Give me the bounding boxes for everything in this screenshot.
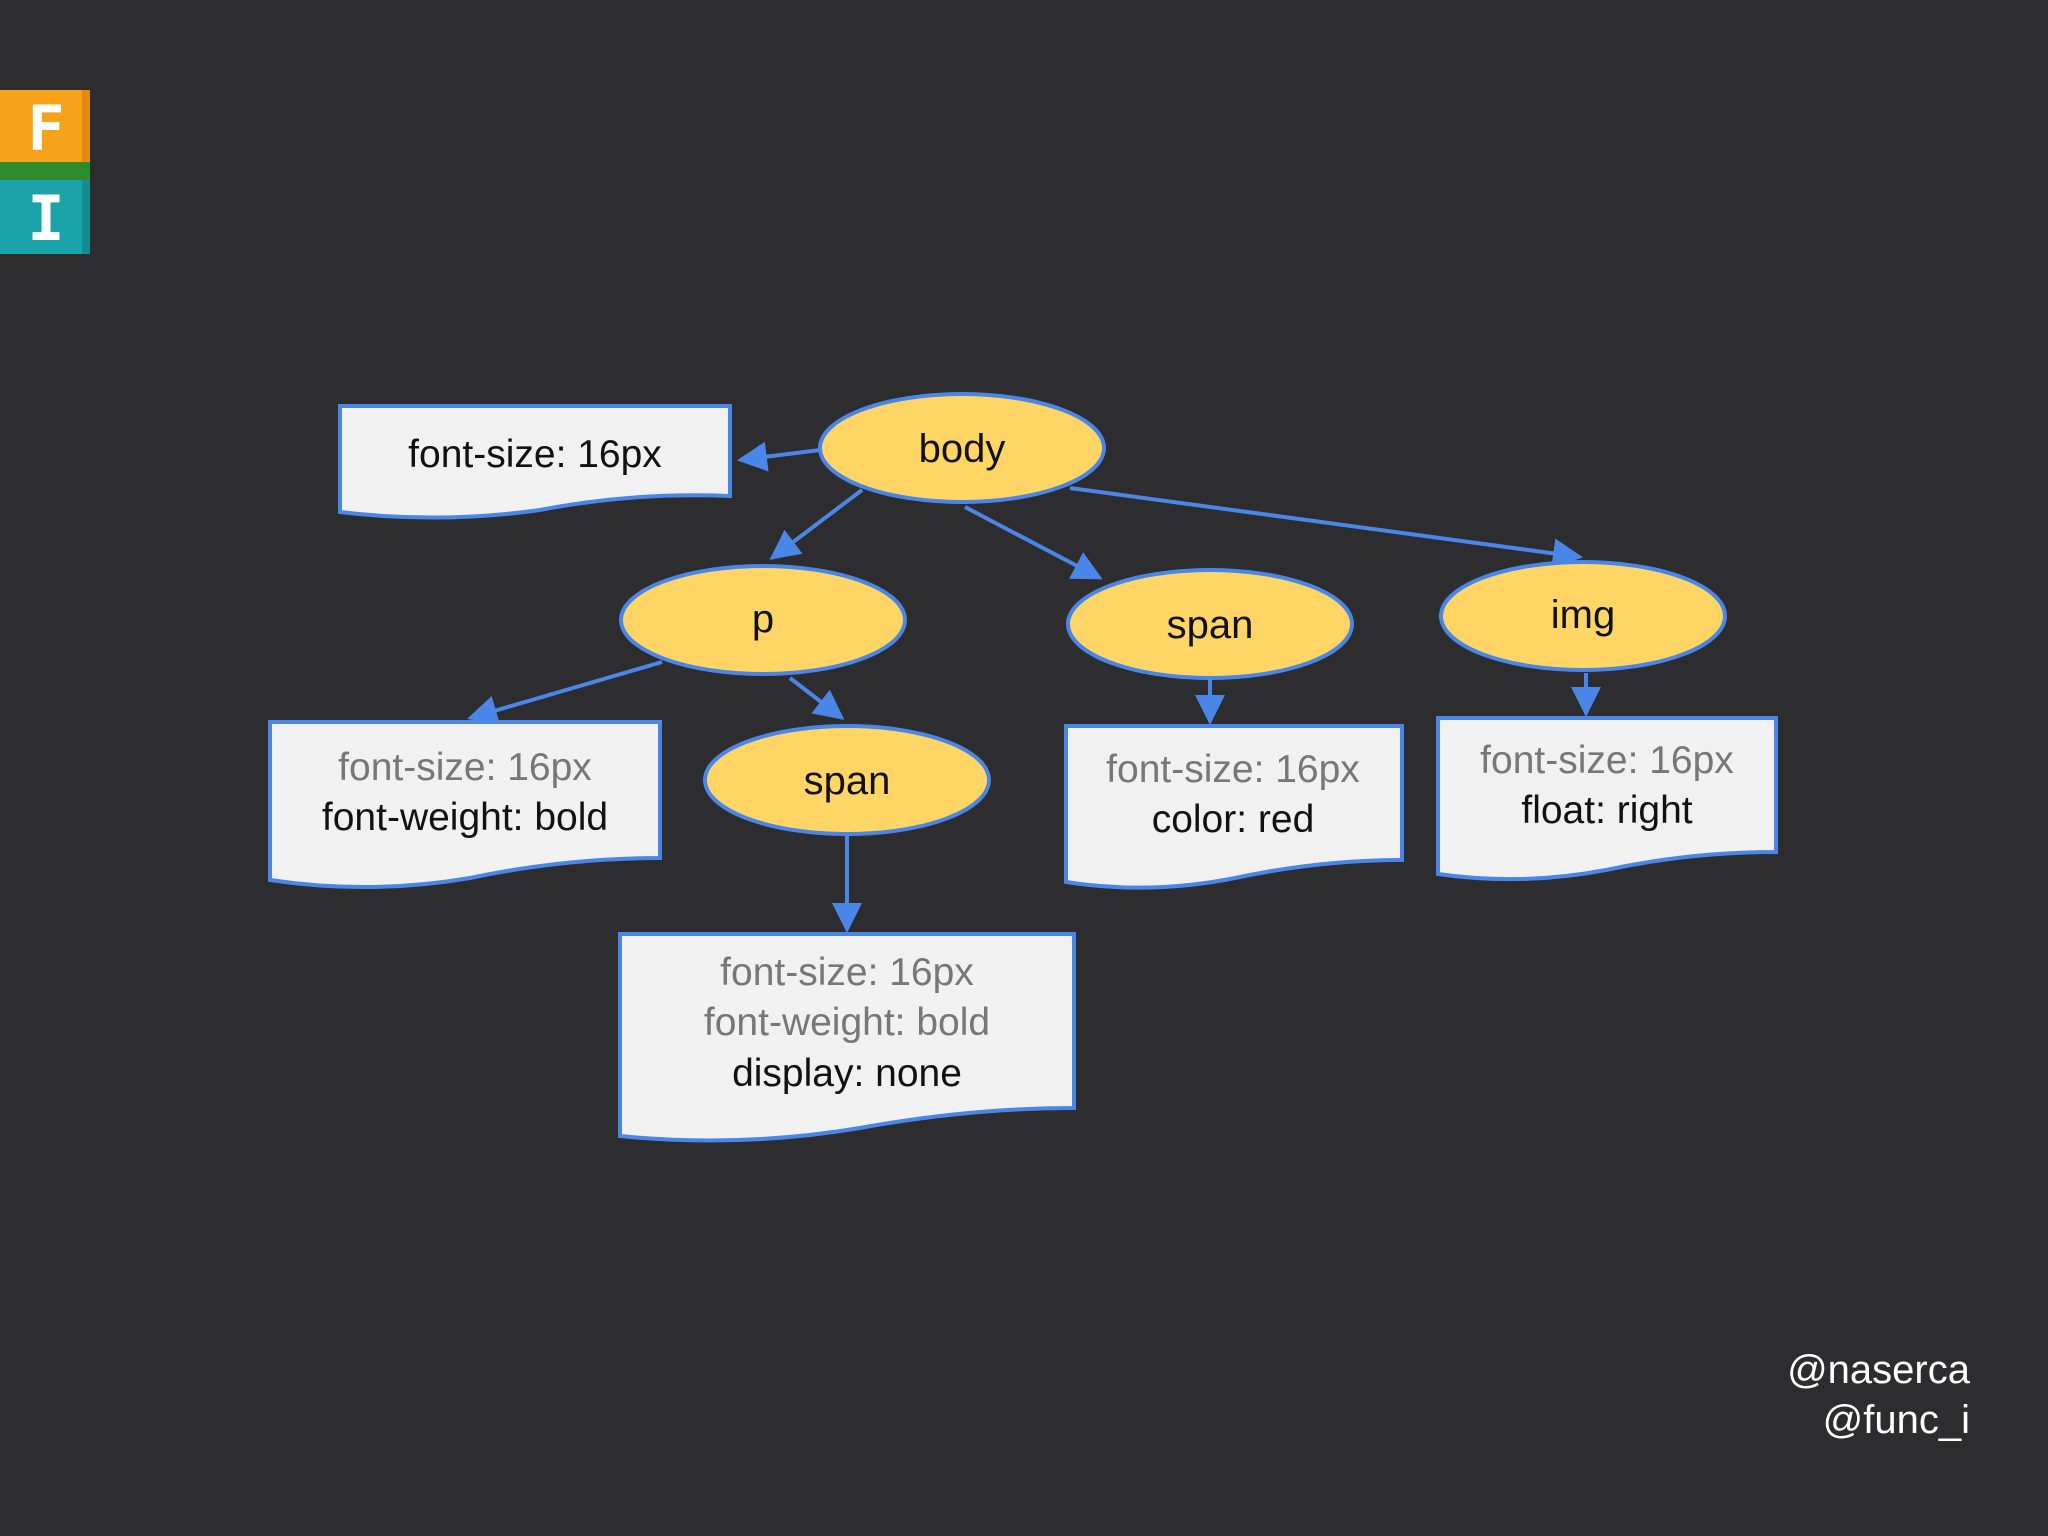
edge-body-span1 [964,505,1103,580]
edge-p-span2 [788,676,845,720]
note-body: font-size: 16px [338,404,732,520]
note-p-line2: font-weight: bold [322,796,608,839]
note-span2-line3: display: none [732,1052,962,1095]
credit-handle-naserca[interactable]: @naserca [1787,1348,1970,1392]
node-p: p [619,564,907,676]
note-img-line2: float: right [1521,789,1692,832]
node-body: body [818,392,1106,504]
edge-body-p [769,488,864,560]
node-p-label: p [752,597,774,641]
fi-logo: F I [0,90,90,254]
note-body-line1: font-size: 16px [408,433,662,476]
node-span1-label: span [1167,603,1254,647]
credit-handle-func-i[interactable]: @func_i [1822,1398,1970,1442]
edge-p-note [467,660,663,725]
note-span1-line1: font-size: 16px [1106,748,1360,791]
logo-letter-i: I [27,182,64,254]
note-p-line1: font-size: 16px [338,746,592,789]
node-span2-label: span [804,759,891,803]
note-span2-line1: font-size: 16px [720,951,974,994]
note-span1: font-size: 16px color: red [1064,724,1404,890]
note-img: font-size: 16px float: right [1436,716,1778,882]
edge-body-note [737,441,821,472]
note-span1-line2: color: red [1152,798,1315,841]
note-p: font-size: 16px font-weight: bold [268,720,662,890]
node-span1: span [1066,568,1354,680]
logo-letter-f: F [27,92,64,165]
node-img: img [1439,560,1727,672]
edge-body-img [1069,486,1583,569]
edges [467,441,1601,933]
note-span2-line2: font-weight: bold [704,1001,990,1044]
note-span2: font-size: 16px font-weight: bold displa… [618,932,1076,1143]
node-img-label: img [1551,593,1615,637]
note-img-line1: font-size: 16px [1480,739,1734,782]
node-body-label: body [919,427,1006,471]
node-span2: span [703,724,991,836]
author-credits: @naserca @func_i [1787,1345,1970,1445]
